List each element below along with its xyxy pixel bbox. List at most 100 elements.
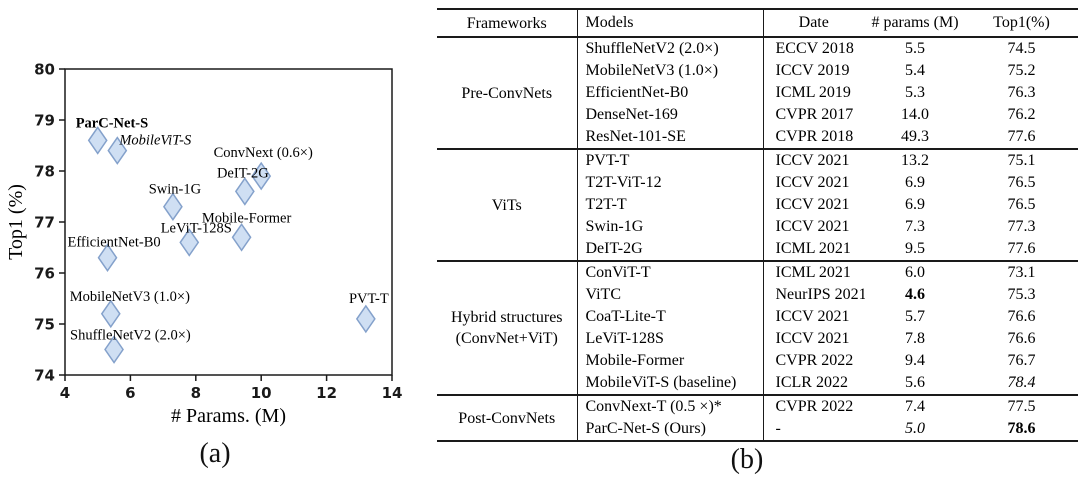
y-tick-label: 78: [34, 163, 55, 181]
cell-date: ICCV 2021: [775, 308, 850, 325]
cell-model: DeIT-2G: [577, 238, 764, 261]
cell-params: 49.3: [901, 128, 929, 145]
cell-date: CVPR 2018: [775, 128, 854, 145]
column-header-1: Models: [577, 9, 764, 37]
cell-date: ICCV 2021: [775, 330, 850, 347]
data-point-label: ParC-Net-S: [76, 115, 148, 131]
data-point-marker: [104, 335, 124, 364]
cell-params: 5.6: [905, 374, 925, 391]
cell-params: 7.4: [905, 398, 925, 415]
cell-date: CVPR 2017: [775, 106, 854, 123]
column-header-4: Top1(%): [993, 14, 1050, 31]
cell-top1: 78.4: [1007, 374, 1036, 391]
x-axis-title: # Params. (M): [171, 405, 286, 427]
x-tick-label: 12: [316, 384, 337, 402]
data-point-label: Mobile-Former: [202, 210, 292, 226]
cell-framework: Pre-ConvNets: [437, 37, 578, 149]
y-tick-label: 80: [34, 61, 55, 79]
y-tick-label: 74: [34, 367, 55, 385]
x-tick-label: 4: [60, 384, 70, 402]
cell-top1: 73.1: [1007, 264, 1036, 281]
cell-model: ConvNext-T (0.5 ×)*: [577, 395, 764, 418]
data-point-marker: [231, 222, 252, 252]
data-point-label: Swin-1G: [149, 182, 202, 198]
data-point-marker: [162, 192, 183, 222]
cell-top1: 75.2: [1007, 62, 1036, 79]
cell-model: ConViT-T: [577, 261, 764, 284]
panel-b-caption: (b): [730, 444, 764, 475]
data-point-marker: [107, 136, 128, 165]
cell-top1: 77.5: [1007, 398, 1036, 415]
cell-date: ICCV 2021: [775, 218, 850, 235]
data-point-label: MobileViT-S: [118, 133, 192, 149]
cell-model: CoaT-Lite-T: [577, 306, 764, 328]
x-tick-label: 10: [251, 384, 272, 402]
cell-top1: 76.5: [1007, 174, 1036, 191]
table-row: CoaT-Lite-T ICCV 2021 5.7 76.6: [437, 306, 1078, 328]
data-point-marker: [355, 304, 376, 334]
cell-top1: 77.3: [1007, 218, 1036, 235]
cell-params: 7.3: [905, 218, 925, 235]
cell-model: T2T-T: [577, 194, 764, 216]
column-header-2: Date: [798, 14, 829, 31]
cell-date: ICML 2021: [775, 240, 851, 257]
data-point-label: ShuffleNetV2 (2.0×): [70, 328, 191, 344]
cell-params: 6.9: [905, 174, 925, 191]
cell-date: NeurIPS 2021: [775, 286, 866, 303]
cell-top1: 76.3: [1007, 84, 1036, 101]
cell-date: ICCV 2021: [775, 174, 850, 191]
cell-top1: 77.6: [1007, 128, 1036, 145]
cell-top1: 76.5: [1007, 196, 1036, 213]
cell-model: Swin-1G: [577, 216, 764, 238]
cell-model: ParC-Net-S (Ours): [577, 418, 764, 441]
cell-params: 5.5: [905, 40, 925, 57]
cell-params: 13.2: [901, 152, 929, 169]
table-row: Hybrid structures (ConvNet+ViT)ConViT-T I…: [437, 261, 1078, 395]
x-tick-label: 14: [382, 384, 403, 402]
x-tick-label: 6: [125, 384, 135, 402]
cell-params: 7.8: [905, 330, 925, 347]
cell-top1: 76.6: [1007, 308, 1036, 325]
cell-params: 9.5: [905, 240, 925, 257]
y-tick-label: 75: [34, 316, 55, 334]
y-tick-label: 77: [34, 214, 55, 232]
column-header-3: # params (M): [871, 14, 959, 31]
cell-date: ICML 2019: [775, 84, 851, 101]
data-point-marker: [251, 161, 272, 191]
data-point-label: ConvNext (0.6×): [214, 145, 313, 161]
data-point-marker: [97, 243, 118, 273]
cell-params: 5.4: [905, 62, 925, 79]
cell-top1: 78.6: [1007, 420, 1036, 437]
data-point-label: MobileNetV3 (1.0×): [70, 289, 190, 305]
cell-date: ECCV 2018: [775, 40, 854, 57]
cell-model: DenseNet-169: [577, 104, 764, 126]
cell-top1: 75.3: [1007, 286, 1036, 303]
table-row: T2T-ViT-12 ICCV 2021 6.9 76.5: [437, 172, 1078, 194]
cell-params: 4.6: [905, 286, 925, 303]
cell-date: ICCV 2021: [775, 196, 850, 213]
panel-a-caption: (a): [199, 438, 231, 469]
cell-framework: Hybrid structures (ConvNet+ViT): [437, 261, 578, 395]
y-axis-title: Top1 (%): [5, 184, 27, 260]
data-point-marker: [100, 299, 121, 329]
cell-model: MobileViT-S (baseline): [577, 372, 764, 395]
cell-model: T2T-ViT-12: [577, 172, 764, 194]
cell-params: 5.7: [905, 308, 925, 325]
cell-model: ResNet-101-SE: [577, 126, 764, 149]
cell-top1: 74.5: [1007, 40, 1036, 57]
cell-model: EfficientNet-B0: [577, 82, 764, 104]
cell-date: CVPR 2022: [775, 352, 854, 369]
cell-model: Mobile-Former: [577, 350, 764, 372]
cell-date: ICCV 2021: [775, 152, 850, 169]
cell-top1: 76.7: [1007, 352, 1036, 369]
cell-top1: 76.6: [1007, 330, 1036, 347]
